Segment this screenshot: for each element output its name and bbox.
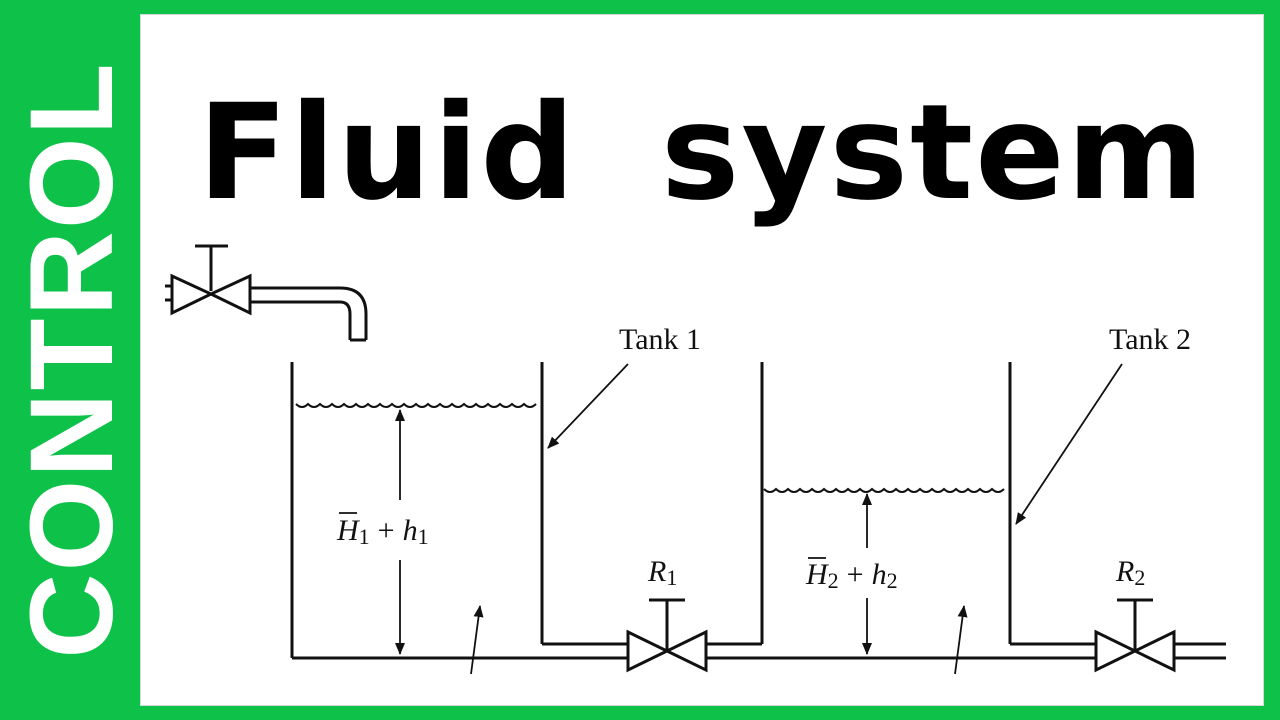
valve-r2: [1094, 598, 1176, 673]
slide-title: Fluid system: [197, 76, 1207, 230]
tank-1: [290, 362, 544, 658]
inflow-faucet: [165, 244, 368, 342]
tank-1-pointer-arrow: [547, 363, 629, 449]
valve-r1: [626, 598, 708, 673]
level-1-label: H1+h1: [336, 514, 429, 549]
flow-arrow-1: [470, 605, 484, 675]
slide-panel: Fluid system: [140, 14, 1264, 706]
level-2-label: H2+h2: [805, 558, 898, 593]
tank-1-label: Tank 1: [619, 323, 701, 356]
tank-2-label: Tank 2: [1109, 323, 1191, 356]
tank-2: [760, 362, 1012, 644]
flow-arrow-2: [954, 605, 968, 675]
valve-r2-label: R2: [1115, 555, 1145, 590]
tank-2-pointer-arrow: [1015, 363, 1123, 525]
bottom-piping: [292, 642, 1226, 660]
valve-r1-label: R1: [647, 555, 677, 590]
